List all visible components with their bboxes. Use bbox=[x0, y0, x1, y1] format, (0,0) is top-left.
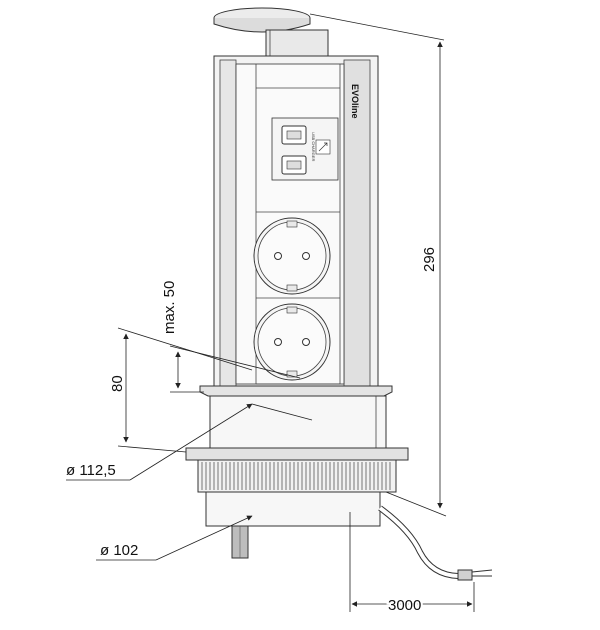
bottom-flange bbox=[185, 447, 409, 461]
brand-text: EVOline bbox=[350, 84, 360, 119]
socket-pin-hole-right bbox=[302, 252, 310, 260]
housing-cylinder bbox=[209, 395, 387, 449]
top-lid bbox=[213, 7, 329, 57]
dimension-80: 80 bbox=[109, 327, 253, 453]
dimension-diameter-112-5: ø 112,5 bbox=[66, 403, 313, 481]
dimension-80-label: 80 bbox=[109, 375, 126, 392]
usb-module: USB CHARGER bbox=[271, 117, 339, 181]
dimension-102-label: ø 102 bbox=[100, 542, 138, 559]
power-cable bbox=[378, 505, 493, 581]
socket-pin-hole-left bbox=[274, 338, 282, 346]
usb-module-label: USB CHARGER bbox=[311, 132, 316, 161]
schuko-socket-upper bbox=[253, 217, 331, 295]
dimension-diameter-102: ø 102 bbox=[96, 515, 253, 561]
dimension-296-label: 296 bbox=[421, 247, 438, 272]
dimension-112-5-label: ø 112,5 bbox=[66, 462, 116, 479]
top-flange bbox=[199, 385, 393, 397]
lower-cylinder bbox=[205, 491, 381, 527]
cable-gland bbox=[231, 525, 249, 559]
schuko-socket-lower bbox=[253, 303, 331, 381]
dimension-max-50: max. 50 bbox=[161, 281, 301, 393]
clamp-ring-ribs bbox=[197, 459, 397, 493]
socket-pin-hole-right bbox=[302, 338, 310, 346]
dimension-max-50-label: max. 50 bbox=[161, 281, 178, 334]
dimension-cable-length: 3000 bbox=[349, 512, 475, 616]
socket-pin-hole-left bbox=[274, 252, 282, 260]
brand-logo: EVOline bbox=[350, 84, 360, 119]
dimension-3000-label: 3000 bbox=[388, 597, 421, 614]
dimension-total-height: 296 bbox=[309, 13, 447, 517]
